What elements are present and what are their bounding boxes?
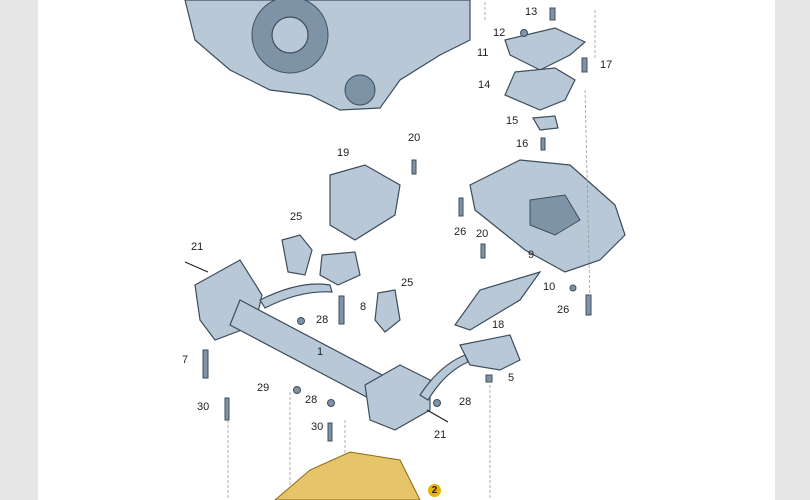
part-label-13: 13 [525,6,538,18]
part-label-15: 15 [506,115,519,127]
part-label-20: 20 [476,228,489,240]
part-label-5: 5 [508,372,515,384]
part-label-16: 16 [516,138,529,150]
gearbox-mount-parts [469,7,626,273]
part-label-30: 30 [197,401,210,413]
part-label-19: 19 [337,147,350,159]
part-label-28: 28 [305,394,318,406]
bracket-parts [281,164,542,371]
part-label-11: 11 [477,47,489,59]
part-label-1: 1 [317,346,324,358]
part-label-2-highlight: 2 [428,484,441,497]
part-label-17: 17 [600,59,613,71]
part-label-30: 30 [311,421,324,433]
part-label-7: 7 [182,354,189,366]
part-label-28: 28 [459,396,472,408]
part-label-28: 28 [316,314,329,326]
transmission-part [184,0,471,111]
part-label-12: 12 [493,27,506,39]
part-label-26: 26 [454,226,467,238]
bolt-parts [184,159,592,442]
skid-plate-part [274,451,421,500]
subframe-part [194,259,469,431]
part-label-25: 25 [401,277,414,289]
part-label-9: 9 [528,249,535,261]
part-label-21: 21 [434,429,447,441]
part-label-20: 20 [408,132,421,144]
part-label-21: 21 [191,241,204,253]
part-label-18: 18 [492,319,505,331]
part-label-26: 26 [557,304,570,316]
part-label-10: 10 [543,281,556,293]
part-label-8: 8 [360,301,367,313]
part-label-14: 14 [478,79,491,91]
part-label-29: 29 [257,382,270,394]
part-label-25: 25 [290,211,303,223]
